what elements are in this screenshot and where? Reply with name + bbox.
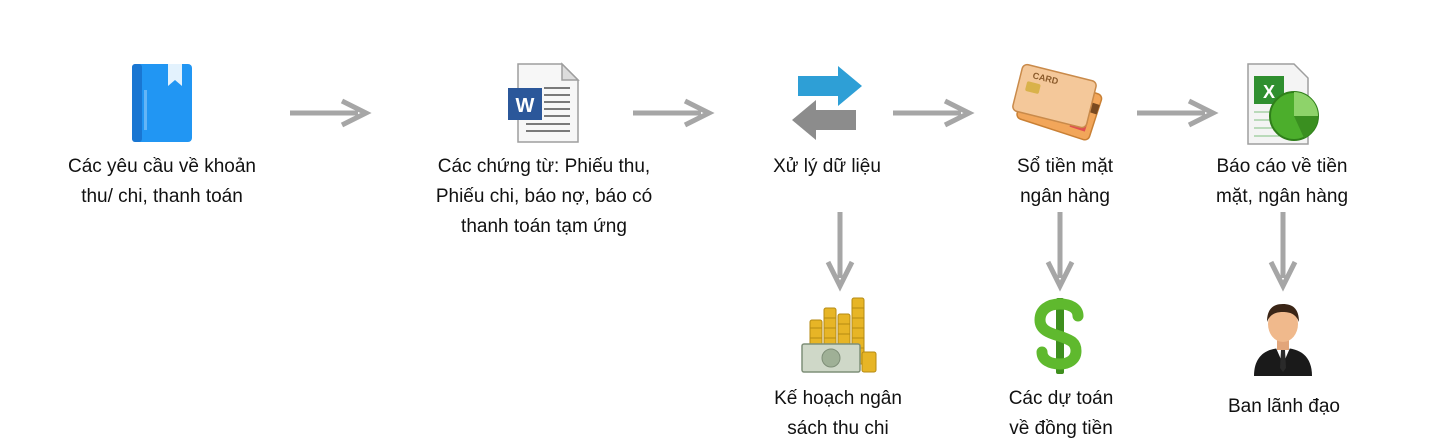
svg-text:W: W bbox=[516, 95, 535, 117]
report-label: Báo cáo về tiền mặt, ngân hàng bbox=[1215, 156, 1349, 207]
svg-text:X: X bbox=[1263, 82, 1275, 102]
processing-label: Xử lý dữ liệu bbox=[773, 156, 881, 177]
documents-label: Các chứng từ: Phiếu thu, Phiếu chi, báo … bbox=[435, 156, 653, 237]
ledger-label: Sổ tiền mặt ngân hàng bbox=[1016, 156, 1114, 207]
dollar-sign-icon bbox=[1034, 298, 1084, 374]
exchange-arrows-icon bbox=[792, 66, 862, 140]
credit-cards-icon: CARD bbox=[1012, 63, 1103, 141]
requests-label: Các yêu cầu về khoản thu/ chi, thanh toá… bbox=[67, 156, 256, 207]
spreadsheet-chart-icon: X bbox=[1247, 63, 1319, 145]
coins-cash-icon bbox=[801, 297, 877, 373]
arrow-requests-to-documents bbox=[290, 98, 372, 128]
cash-forecast-label: Các dự toán về đồng tiền bbox=[1008, 388, 1114, 439]
arrow-ledger-to-cash-forecast bbox=[1045, 212, 1075, 292]
arrow-processing-to-ledger bbox=[893, 98, 975, 128]
word-document-icon: W bbox=[508, 62, 580, 143]
management-label: Ban lãnh đạo bbox=[1228, 396, 1340, 417]
budget-plan-label: Kế hoạch ngân sách thu chi bbox=[774, 388, 902, 439]
arrow-documents-to-processing bbox=[633, 98, 715, 128]
book-icon bbox=[132, 64, 192, 142]
arrow-processing-to-budget-plan bbox=[825, 212, 855, 292]
arrow-ledger-to-report bbox=[1137, 98, 1219, 128]
businessman-icon bbox=[1254, 304, 1312, 376]
arrow-report-to-management bbox=[1268, 212, 1298, 292]
